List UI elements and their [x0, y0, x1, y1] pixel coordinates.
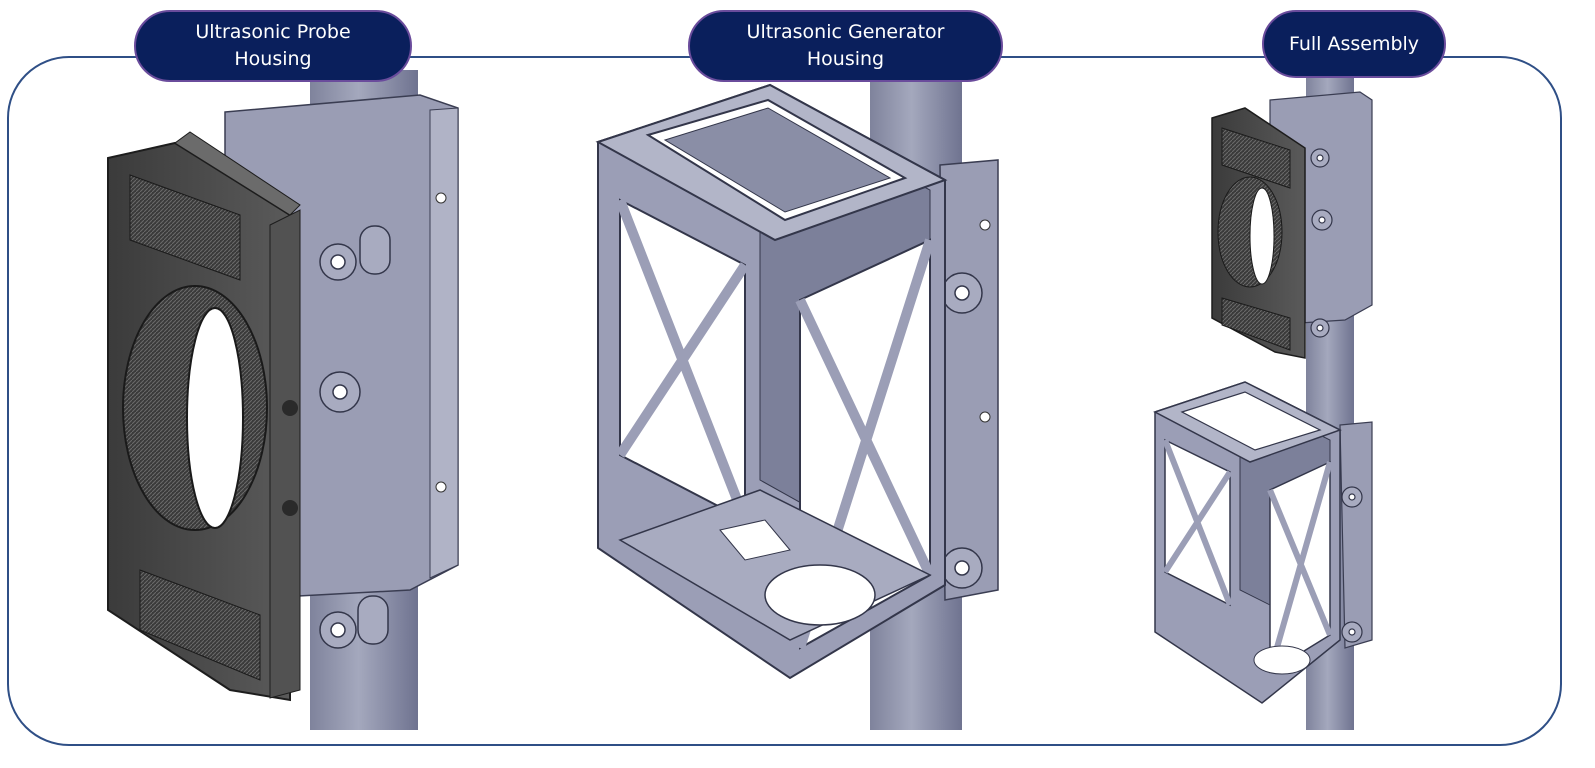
generator-housing-label: Ultrasonic Generator Housing — [688, 10, 1003, 82]
generator-label-line1: Ultrasonic Generator — [746, 21, 945, 43]
probe-label-line2: Housing — [234, 48, 312, 70]
probe-housing-render — [107, 70, 459, 730]
generator-housing-render — [595, 70, 999, 730]
generator-label-line2: Housing — [806, 48, 885, 70]
full-assembly-text: Full Assembly — [1288, 32, 1420, 55]
full-assembly-render — [1153, 75, 1373, 730]
probe-label-line1: Ultrasonic Probe — [195, 21, 351, 43]
probe-housing-label: Ultrasonic Probe Housing — [134, 10, 412, 82]
full-assembly-label: Full Assembly — [1262, 10, 1446, 78]
